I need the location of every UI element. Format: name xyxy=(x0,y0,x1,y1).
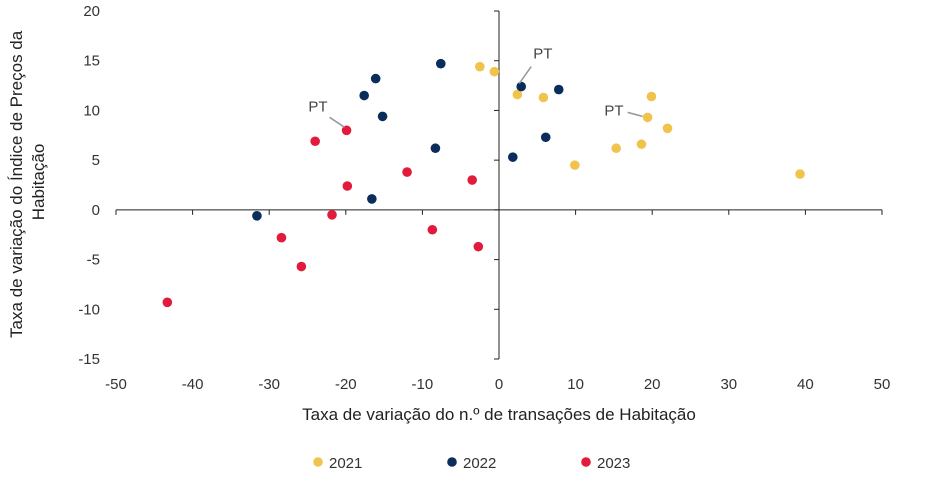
point-2023 xyxy=(341,125,352,136)
axes xyxy=(115,10,883,360)
x-tick-label: -30 xyxy=(258,376,280,393)
point-2022 xyxy=(367,194,377,204)
point-2021 xyxy=(538,92,549,103)
annotations: PT PT PT xyxy=(308,46,643,128)
x-tick-label: 40 xyxy=(797,376,814,393)
y-axis-title-line-2: Habitação xyxy=(29,144,48,221)
point-2023 xyxy=(276,232,287,243)
point-2022 xyxy=(435,58,446,69)
x-tick-label: 10 xyxy=(567,376,584,393)
x-tick-label: 20 xyxy=(644,376,661,393)
annotation-label: PT xyxy=(533,46,552,63)
x-tick-label: 50 xyxy=(874,376,891,393)
annotation-label: PT xyxy=(604,102,623,119)
point-2021 xyxy=(646,91,657,102)
legend-label: 2023 xyxy=(597,455,630,472)
x-tick-label: -50 xyxy=(105,376,127,393)
legend-marker xyxy=(581,457,591,467)
y-tick-label: 15 xyxy=(83,53,100,70)
legend-label: 2021 xyxy=(329,455,362,472)
point-2022 xyxy=(507,152,518,162)
y-tick-labels: -15 -10 -5 0 5 10 15 20 xyxy=(78,3,100,368)
point-2021 xyxy=(611,143,621,154)
y-tick-label: -5 xyxy=(87,252,100,269)
point-2021 xyxy=(512,89,523,100)
point-2023 xyxy=(296,261,307,272)
x-tick-label: 0 xyxy=(495,376,503,393)
point-2021 xyxy=(795,169,805,179)
y-tick-label: -15 xyxy=(78,351,100,368)
point-2022 xyxy=(540,132,551,143)
point-2022 xyxy=(430,143,441,154)
x-tick-label: 30 xyxy=(720,376,737,393)
y-axis-title: Taxa de variação do Índice de Preços da … xyxy=(7,26,48,338)
point-2022 xyxy=(359,90,369,101)
y-tick-label: 20 xyxy=(83,3,100,20)
y-tick-label: 10 xyxy=(83,102,100,119)
point-2022 xyxy=(370,73,381,84)
data-points xyxy=(162,58,805,308)
x-tick-label: -20 xyxy=(335,376,357,393)
point-2021 xyxy=(642,112,653,123)
point-2021 xyxy=(662,123,673,134)
annotation-leader xyxy=(329,116,346,128)
point-2021 xyxy=(636,139,647,150)
point-2021 xyxy=(489,66,500,77)
legend-item-2023: 2023 xyxy=(581,455,630,472)
x-tick-labels: -50 -40 -30 -20 -10 0 10 20 30 40 50 xyxy=(105,376,890,393)
legend-label: 2022 xyxy=(463,455,496,472)
y-tick-label: -10 xyxy=(78,301,100,318)
point-2022 xyxy=(516,81,527,92)
legend-marker xyxy=(447,457,457,467)
point-2023 xyxy=(327,210,337,220)
point-2023 xyxy=(402,167,412,177)
annotation-leader xyxy=(627,111,643,118)
point-2023 xyxy=(162,297,173,308)
annotation-label: PT xyxy=(308,98,327,115)
point-2023 xyxy=(342,181,353,191)
y-axis-title-line-1: Taxa de variação do Índice de Preços da xyxy=(7,30,26,338)
y-tick-label: 0 xyxy=(92,202,100,219)
point-2023 xyxy=(427,224,438,235)
x-axis-title: Taxa de variação do n.º de transações de… xyxy=(302,405,696,424)
x-tick-label: -10 xyxy=(412,376,434,393)
point-2022 xyxy=(377,111,388,122)
series-2023 xyxy=(162,125,484,308)
point-2022 xyxy=(553,84,564,95)
point-2023 xyxy=(467,175,477,185)
legend-item-2021: 2021 xyxy=(313,455,362,472)
series-2021 xyxy=(475,61,805,179)
legend-marker xyxy=(313,457,323,467)
point-2021 xyxy=(570,160,580,170)
y-tick-label: 5 xyxy=(92,152,100,169)
point-2023 xyxy=(310,136,320,147)
series-2022 xyxy=(252,58,564,221)
point-2021 xyxy=(475,61,485,72)
legend-item-2022: 2022 xyxy=(447,455,496,472)
x-tick-label: -40 xyxy=(182,376,204,393)
point-2022 xyxy=(252,211,262,221)
point-2023 xyxy=(473,241,484,252)
annotation-leader xyxy=(518,66,532,85)
legend: 2021 2022 2023 xyxy=(313,455,630,472)
